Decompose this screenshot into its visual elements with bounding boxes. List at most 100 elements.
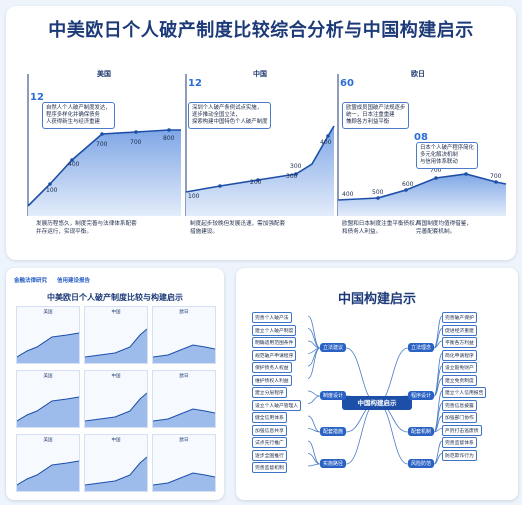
- callout-right-2: 日本个人破产程序简化 多元化解决机制 与信用体系联动: [416, 142, 478, 169]
- thumbnail-card[interactable]: 金融法律研究 信用建设报告 中美欧日个人破产制度比较与构建启示 美国中国欧日美国…: [6, 268, 224, 500]
- mindmap-leaf[interactable]: 建立免责制度: [442, 374, 477, 386]
- mindmap-leaf[interactable]: 加强信息共享: [252, 424, 287, 436]
- mindmap-branch[interactable]: 风险防范: [408, 459, 435, 468]
- mindmap-leaf[interactable]: 维护债权人利益: [252, 374, 292, 386]
- mindmap-leaf[interactable]: 建立个人信用报告: [442, 387, 487, 398]
- mindmap-leaf[interactable]: 明确适用范围条件: [252, 337, 297, 348]
- thumbnail-line: [84, 328, 148, 358]
- value-label: 700: [430, 167, 442, 174]
- mindmap-leaf[interactable]: 简化申请程序: [442, 349, 477, 361]
- data-points: [48, 128, 498, 200]
- big-number-right-2: 08: [414, 132, 428, 143]
- value-label: 200: [250, 179, 262, 186]
- point: [256, 178, 260, 182]
- thumbnail-line: [152, 344, 216, 358]
- mindmap-connector: [307, 463, 321, 467]
- callout-left: 自然人个人破产制度发达， 程序多样化并确保债务 人获得新生与经济重建: [42, 102, 115, 129]
- mindmap-leaf[interactable]: 设立个人破产管理人: [252, 399, 302, 411]
- logo-2: 信用建设报告: [56, 278, 90, 284]
- mindmap-connector: [345, 402, 378, 465]
- mindmap-leaf[interactable]: 规范破产申请程序: [252, 349, 297, 361]
- mindmap-leaf[interactable]: 保护债务人权益: [252, 362, 292, 373]
- point: [494, 180, 498, 184]
- point: [48, 182, 52, 186]
- point: [167, 128, 171, 132]
- note-middle: 制度起步较晚但发展迅速，需加强配套 措施建设。: [190, 221, 286, 235]
- mindmap-branch[interactable]: 立法理念: [408, 343, 435, 352]
- mindmap-branch[interactable]: 制度设计: [320, 391, 347, 400]
- value-label: 100: [188, 193, 200, 200]
- thumbnail-line: [16, 396, 80, 422]
- mindmap-leaf[interactable]: 完善监督体系: [442, 437, 477, 448]
- mindmap-branch[interactable]: 配套措施: [320, 427, 347, 436]
- thumbnail-label: 中国: [111, 438, 121, 443]
- mindmap-leaf[interactable]: 促进经济重建: [442, 324, 477, 336]
- mindmap-branch[interactable]: 配套机制: [408, 427, 435, 436]
- top-infographic-panel: 美国 中国 欧日 12 12 60 08 100 400 700 700 800…: [6, 6, 516, 260]
- thumbnail-title: 中美欧日个人破产制度比较与构建启示: [47, 293, 183, 302]
- thumbnail-sparkline: [16, 460, 80, 491]
- mindmap-leaf[interactable]: 平衡各方利益: [442, 337, 477, 348]
- mindmap-branch[interactable]: 程序设计: [408, 391, 435, 400]
- thumbnail-label: 美国: [43, 374, 53, 379]
- note-right: 欧盟和日本制度注重平衡债权人 和债务人利益。: [342, 221, 421, 235]
- logo-row: 金融法律研究 信用建设报告: [14, 276, 98, 284]
- callout-right: 欧盟成员国破产法规逐步 统一，日本注重重建 兼顾各方利益平衡: [342, 102, 410, 129]
- value-label: 300: [286, 173, 298, 180]
- value-label: 700: [130, 139, 142, 146]
- mindmap-connector: [433, 340, 443, 349]
- mindmap-leaf[interactable]: 健全信用体系: [252, 412, 287, 423]
- value-label: 600: [402, 181, 414, 188]
- thumbnail-chart: 中国: [84, 434, 148, 492]
- thumbnail-chart: 中国: [84, 306, 148, 364]
- mindmap-connector: [376, 402, 409, 465]
- value-label: 700: [96, 141, 108, 148]
- point: [100, 132, 104, 136]
- mindmap-leaf[interactable]: 完善监督机制: [252, 462, 287, 473]
- point: [70, 158, 74, 162]
- mindmap-connector: [307, 440, 321, 465]
- mindmap-leaf[interactable]: 建立分层程序: [252, 387, 287, 398]
- mindmap-leaf[interactable]: 严厉打击逃废债: [442, 424, 482, 436]
- mindmap-branch[interactable]: 实施路径: [320, 459, 347, 468]
- thumbnail-area: [153, 345, 215, 363]
- thumbnail-chart: 欧日: [152, 306, 216, 364]
- point: [404, 188, 408, 192]
- thumbnail-label: 欧日: [179, 438, 189, 443]
- mindmap-leaf[interactable]: 建立个人破产制度: [252, 324, 297, 336]
- thumbnail-area: [85, 457, 147, 491]
- value-label: 100: [46, 187, 58, 194]
- point: [218, 184, 222, 188]
- thumbnail-sparkline: [152, 344, 216, 363]
- thumbnail-label: 中国: [111, 374, 121, 379]
- mindmap-branch[interactable]: 立法建议: [320, 343, 347, 352]
- value-label: 400: [342, 191, 354, 198]
- area-right: [338, 174, 506, 216]
- point: [326, 134, 330, 138]
- thumbnail-label: 美国: [43, 438, 53, 443]
- thumbnail-area: [17, 333, 79, 363]
- note-right-2: 两国制度均值得借鉴， 完善配套机制。: [416, 221, 472, 235]
- point: [294, 172, 298, 176]
- thumbnail-area: [17, 461, 79, 491]
- thumbnail-line: [84, 392, 148, 422]
- mindmap-leaf[interactable]: 完善个人破产法: [252, 312, 292, 323]
- mindmap-leaf[interactable]: 逐步全国推行: [252, 449, 287, 461]
- thumbnail-area: [153, 473, 215, 491]
- mindmap-leaf[interactable]: 防范欺诈行为: [442, 449, 477, 461]
- thumbnail-line: [152, 408, 216, 422]
- point: [464, 172, 468, 176]
- mindmap-leaf[interactable]: 试点先行推广: [252, 437, 287, 448]
- mindmap-card[interactable]: 中国构建启示 中国构建启示 立法建议完善个人破产法建立个人破产制度明确适用范围条…: [236, 268, 518, 500]
- mindmap-leaf[interactable]: 完善信息披露: [442, 399, 477, 411]
- mindmap-connector: [433, 315, 443, 349]
- mindmap-leaf[interactable]: 加强部门协作: [442, 412, 477, 423]
- thumbnail-label: 欧日: [179, 310, 189, 315]
- point: [434, 176, 438, 180]
- thumbnail-chart: 欧日: [152, 370, 216, 428]
- mindmap-connector: [307, 315, 321, 349]
- mindmap-leaf[interactable]: 完善破产保护: [442, 312, 477, 323]
- segment-label-middle: 中国: [253, 69, 267, 78]
- mindmap-leaf[interactable]: 设立豁免财产: [442, 362, 477, 373]
